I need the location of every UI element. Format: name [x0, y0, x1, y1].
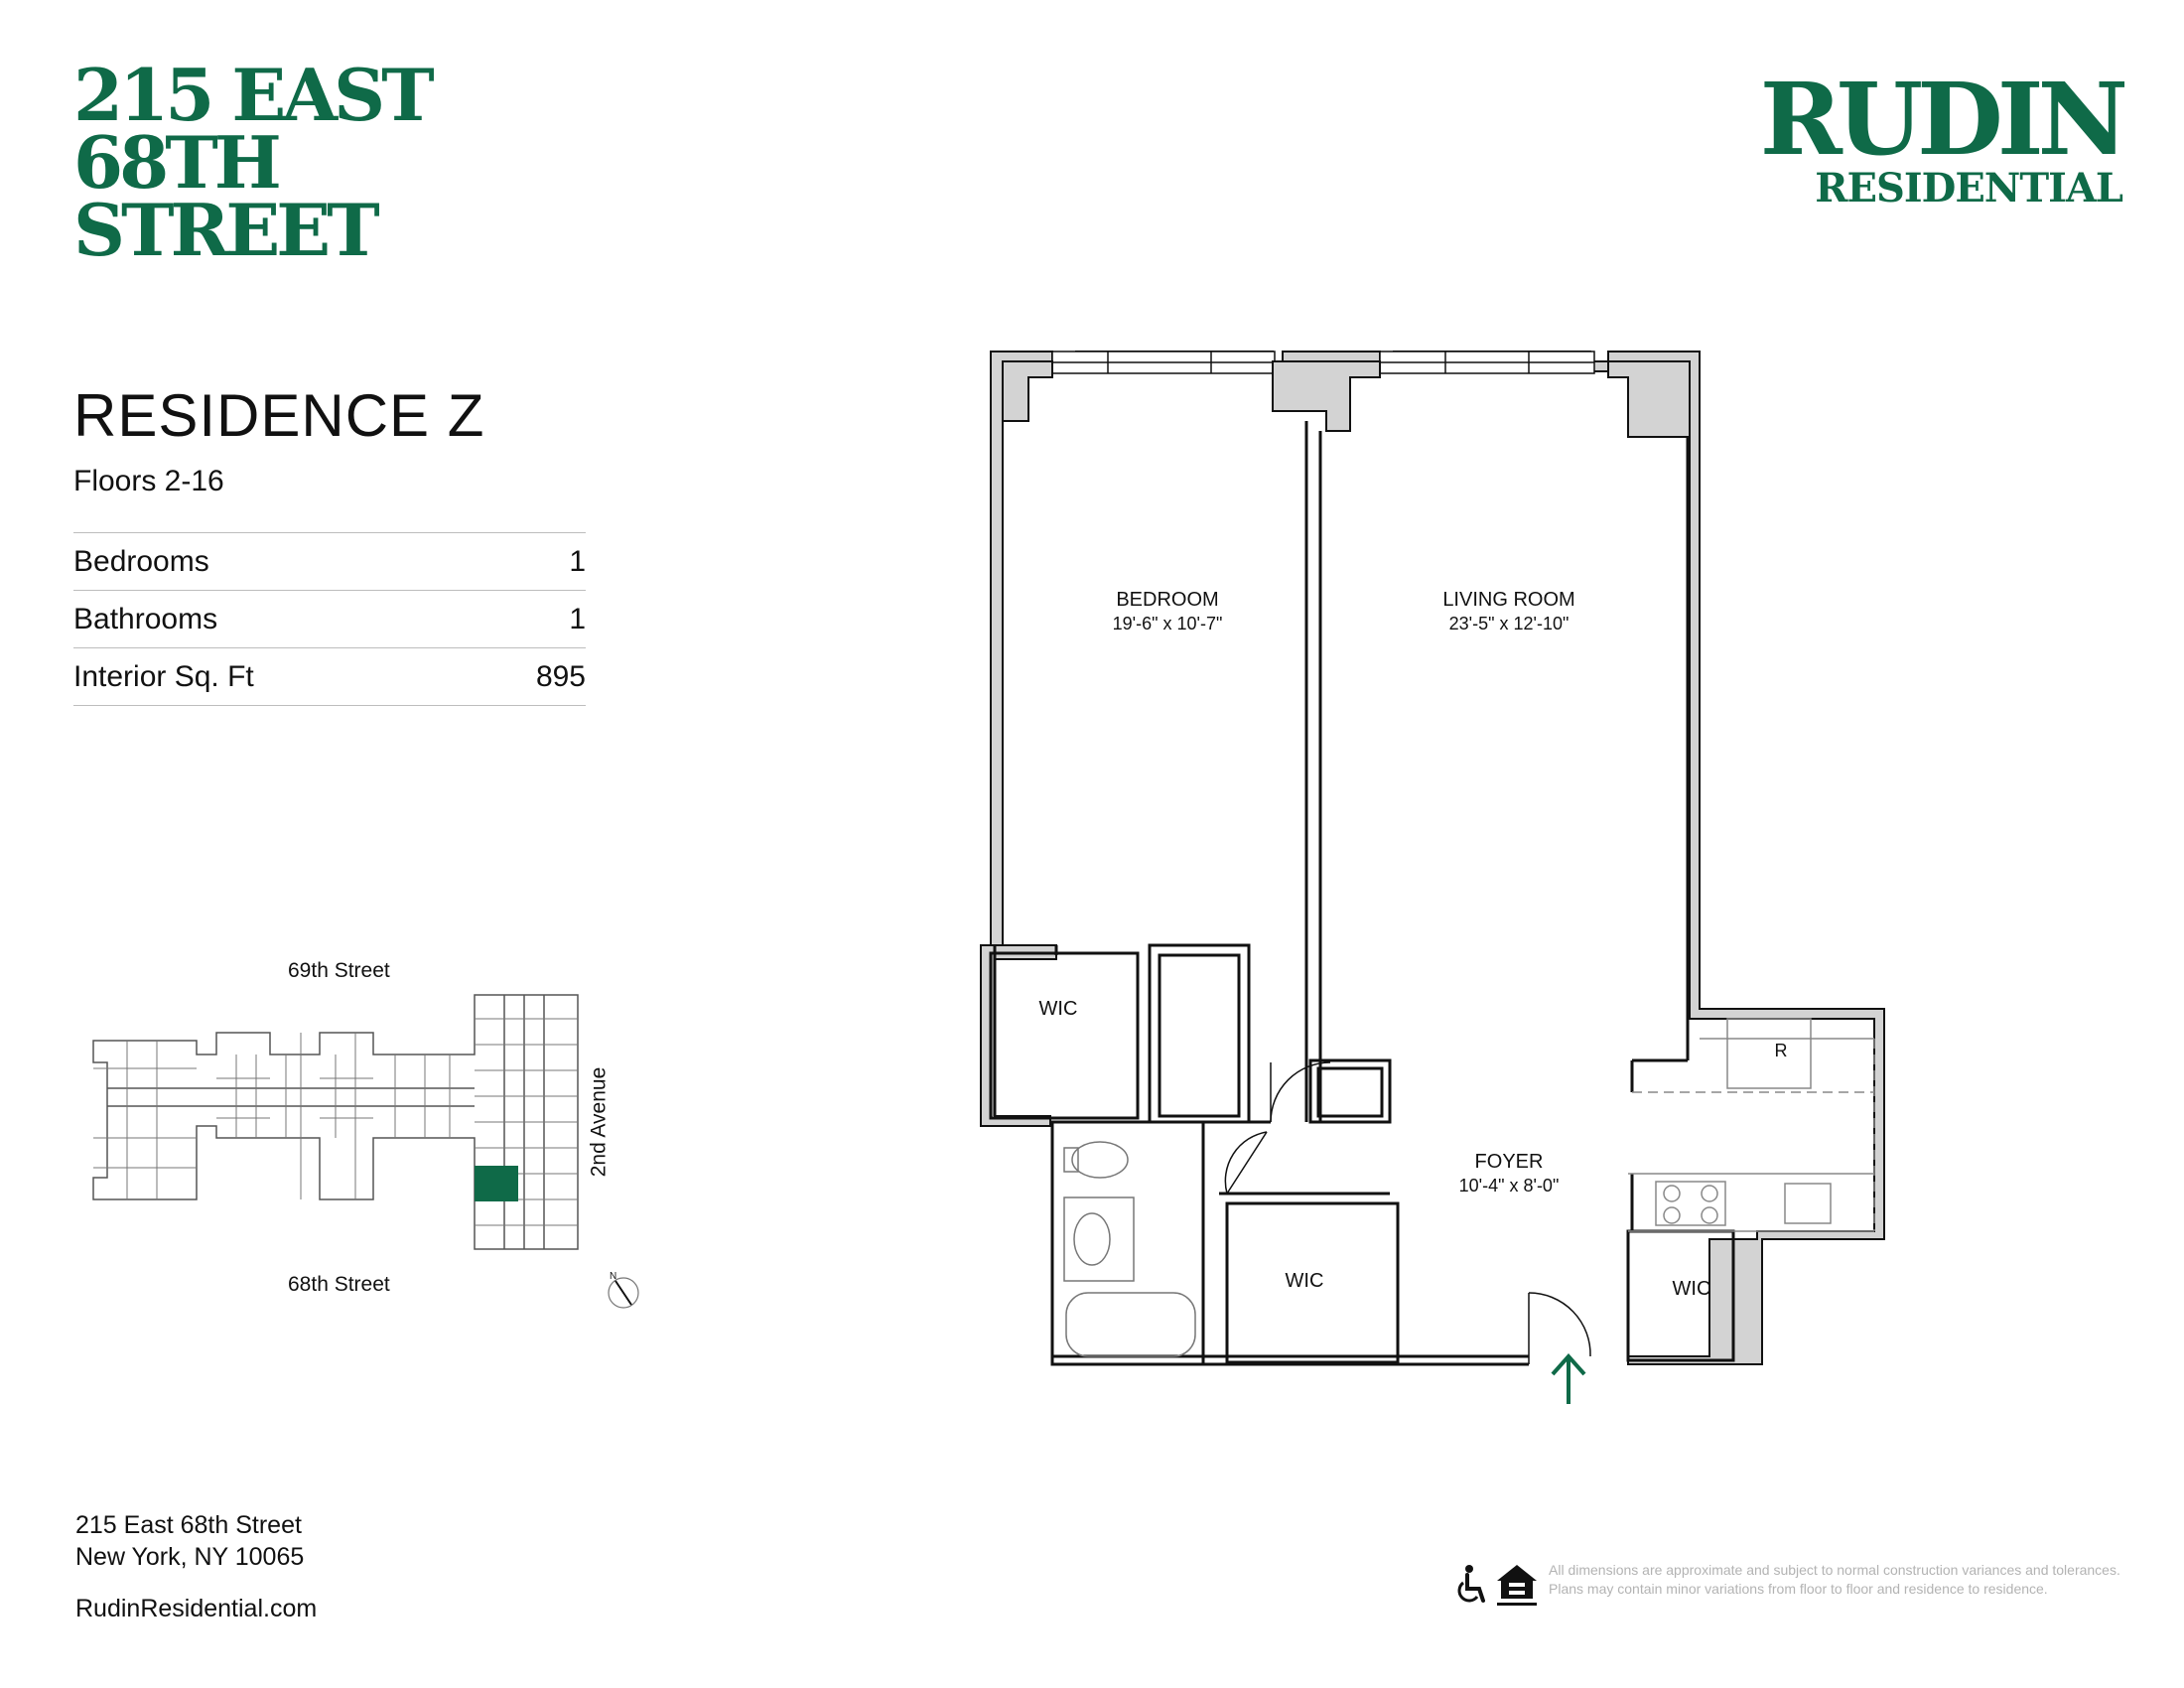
website-link[interactable]: RudinResidential.com [75, 1595, 318, 1622]
closet-label-wic-3: WIC [1672, 1278, 1711, 1300]
stat-row-bedrooms: Bedrooms 1 [73, 532, 586, 590]
building-title-line-1: 215 EAST [73, 53, 435, 137]
brand-sub: RESIDENTIAL [1815, 165, 2123, 211]
refrigerator-label: R [1774, 1041, 1788, 1060]
residence-floors: Floors 2-16 [73, 465, 224, 497]
stat-label: Bathrooms [73, 602, 218, 635]
room-dims-foyer: 10'-4" x 8'-0" [1458, 1176, 1560, 1196]
building-title: 215 EAST 68TH STREET [73, 53, 435, 272]
room-label-foyer: FOYER [1474, 1151, 1544, 1173]
address-block: 215 East 68th Street New York, NY 10065 [75, 1509, 304, 1573]
equal-housing-icon [1497, 1565, 1537, 1606]
building-title-line-2: 68TH [73, 120, 282, 205]
room-dims-bedroom: 19'-6" x 10'-7" [1112, 614, 1223, 633]
site-south-street: 68th Street [288, 1273, 390, 1296]
building-title-line-3: STREET [73, 188, 380, 272]
room-label-living-room: LIVING ROOM [1442, 589, 1575, 611]
compass-icon: N [608, 1271, 639, 1309]
brand-name: RUDIN [1759, 61, 2128, 178]
entry-arrow-icon [1551, 1352, 1586, 1404]
residence-stats-table: Bedrooms 1 Bathrooms 1 Interior Sq. Ft 8… [73, 532, 586, 706]
site-key-map [92, 994, 579, 1250]
room-label-bedroom: BEDROOM [1116, 589, 1219, 611]
stat-value: 1 [569, 544, 586, 578]
address-line-1: 215 East 68th Street [75, 1511, 302, 1539]
stat-label: Bedrooms [73, 544, 209, 578]
floor-plan [980, 351, 1885, 1404]
stat-value: 1 [569, 602, 586, 635]
site-east-street: 2nd Avenue [587, 1066, 611, 1178]
stat-label: Interior Sq. Ft [73, 659, 254, 693]
closet-label-wic-2: WIC [1285, 1270, 1324, 1292]
site-north-street: 69th Street [288, 959, 390, 982]
stat-row-sqft: Interior Sq. Ft 895 [73, 647, 586, 706]
room-dims-living-room: 23'-5" x 12'-10" [1448, 614, 1570, 633]
residence-title: RESIDENCE Z [73, 382, 485, 449]
address-line-2: New York, NY 10065 [75, 1543, 305, 1571]
highlighted-unit [475, 1166, 518, 1201]
accessibility-icon [1457, 1565, 1485, 1603]
stat-row-bathrooms: Bathrooms 1 [73, 590, 586, 647]
stat-value: 895 [535, 659, 586, 693]
brand-logo: RUDIN RESIDENTIAL [1759, 61, 2128, 211]
closet-label-wic-1: WIC [1038, 998, 1078, 1020]
compass-label: N [610, 1271, 616, 1282]
disclaimer-text: All dimensions are approximate and subje… [1549, 1562, 2120, 1597]
